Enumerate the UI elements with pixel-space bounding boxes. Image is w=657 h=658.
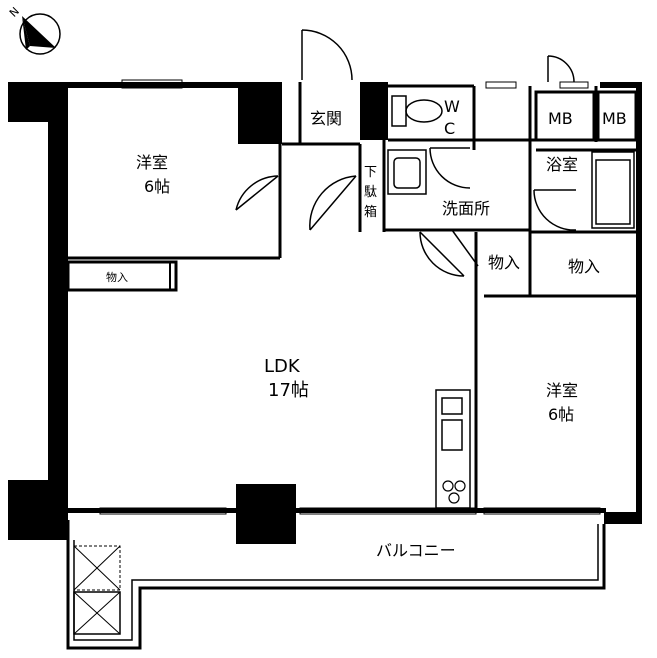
- interior-walls: [66, 82, 640, 512]
- mb-1-box: [534, 90, 596, 142]
- wc-label-line-2: C: [444, 119, 455, 138]
- kitchen-counter-icon: [435, 389, 471, 509]
- balcony-railing: [66, 520, 606, 650]
- entrance-label: 玄関: [310, 109, 342, 128]
- exterior-walls: [8, 82, 642, 544]
- wash-basin-icon: [387, 149, 427, 195]
- bathroom-label: 浴室: [546, 155, 578, 174]
- western-room-2-name: 洋室: [546, 381, 578, 400]
- ldk-size: 17帖: [268, 380, 309, 401]
- balcony-label: バルコニー: [376, 541, 456, 560]
- ldk-name: LDK: [264, 356, 301, 377]
- wc-label-line-1: W: [444, 97, 460, 116]
- storage-2-label: 物入: [488, 253, 520, 272]
- shoe-box-label-line-3: 箱: [364, 204, 377, 220]
- storage-1-label: 物入: [106, 270, 128, 284]
- mb-2-label: MB: [602, 109, 627, 128]
- closet-western-room-1: [66, 260, 178, 292]
- north-arrow-icon: N: [7, 5, 61, 55]
- shoe-box-label-line-1: 下: [364, 165, 377, 180]
- mb-2-box: [596, 90, 638, 142]
- western-room-1-size: 6帖: [144, 177, 170, 196]
- mb-1-label: MB: [548, 109, 573, 128]
- stove-icon: [442, 480, 466, 504]
- windows: [99, 79, 601, 515]
- western-room-2-size: 6帖: [548, 405, 574, 424]
- compass-label: N: [7, 5, 22, 20]
- western-room-1-name: 洋室: [136, 153, 168, 172]
- doors: [235, 29, 577, 277]
- bathtub-icon: [591, 151, 635, 229]
- toilet-icon: [391, 95, 443, 127]
- washroom-label: 洗面所: [442, 199, 490, 218]
- shoe-box-label-line-2: 駄: [364, 185, 377, 200]
- storage-3-label: 物入: [568, 257, 600, 276]
